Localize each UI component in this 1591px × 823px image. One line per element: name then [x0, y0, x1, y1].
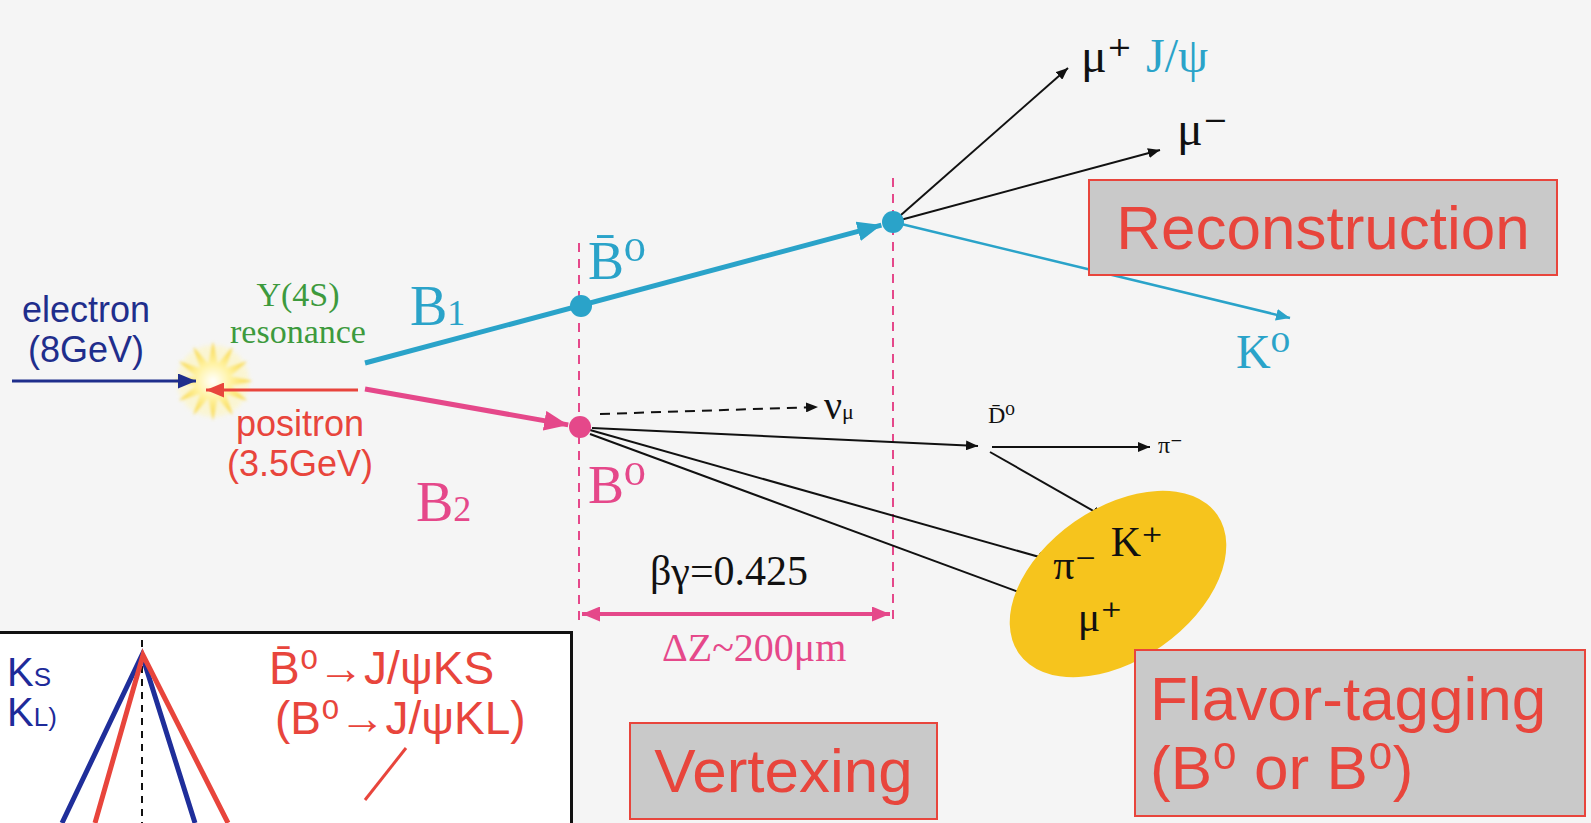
- particle-label: π⁻: [1158, 432, 1183, 458]
- process-box: Flavor-tagging (B⁰ or B⁰): [1134, 649, 1586, 817]
- box-label: Vertexing: [654, 736, 913, 805]
- process-box: Vertexing: [629, 722, 938, 820]
- leader-line: [365, 748, 406, 800]
- box-label: Flavor-tagging (B⁰ or B⁰): [1150, 664, 1570, 803]
- process-box: Reconstruction: [1088, 179, 1558, 276]
- particle-label: π⁻: [1053, 544, 1096, 586]
- plot-inset: KSKL) B̄⁰→J/ψKS(B⁰→J/ψKL): [0, 631, 573, 823]
- particle-label: νμ: [824, 384, 854, 428]
- particle-label: μ⁻: [1177, 103, 1228, 156]
- decay-track: [590, 430, 1050, 560]
- beam-label: electron (8GeV): [11, 290, 161, 369]
- vertex-dot: [570, 295, 592, 317]
- decay-track: [992, 446, 1150, 448]
- decay-label: (B⁰→J/ψKL): [275, 693, 526, 744]
- decay-label: B̄⁰→J/ψKS: [269, 643, 494, 694]
- axis-label: KS: [7, 650, 51, 694]
- decay-track: [990, 452, 1104, 517]
- vertex-dot: [882, 211, 904, 233]
- b2-track: [365, 389, 568, 425]
- distance-arrow: [582, 612, 890, 616]
- neutrino-track: [600, 407, 818, 414]
- dimension-label: ΔZ~200μm: [662, 626, 846, 670]
- positron-beam: [206, 389, 358, 392]
- particle-label: μ⁺: [1078, 596, 1123, 638]
- electron-beam: [12, 380, 196, 383]
- particle-label: K⁺: [1111, 521, 1164, 563]
- particle-label: B1: [410, 276, 465, 338]
- beam-label: positron (3.5GeV): [217, 404, 383, 483]
- particle-label: B2: [416, 472, 471, 534]
- box-label: Reconstruction: [1116, 193, 1530, 262]
- resonance-label: Υ(4S) resonance: [216, 276, 380, 351]
- decay-track: [590, 434, 1073, 612]
- particle-label: J/ψ: [1146, 30, 1208, 83]
- plot-curve: [62, 655, 195, 823]
- vertex-dot: [569, 416, 591, 438]
- particle-label: B̄⁰: [588, 232, 646, 291]
- particle-label: μ⁺: [1081, 30, 1132, 83]
- b1-track: [365, 225, 881, 363]
- boost-value: βγ=0.425: [650, 548, 808, 594]
- plot-curve: [95, 655, 228, 823]
- plot-ground: [0, 631, 573, 823]
- decay-track: [592, 428, 978, 446]
- axis-label: KL): [7, 690, 57, 734]
- particle-label: B⁰: [588, 456, 646, 515]
- vertex-guide: [892, 178, 894, 620]
- particle-label: D̄⁰: [988, 402, 1015, 428]
- particle-label: K⁰: [1236, 326, 1290, 379]
